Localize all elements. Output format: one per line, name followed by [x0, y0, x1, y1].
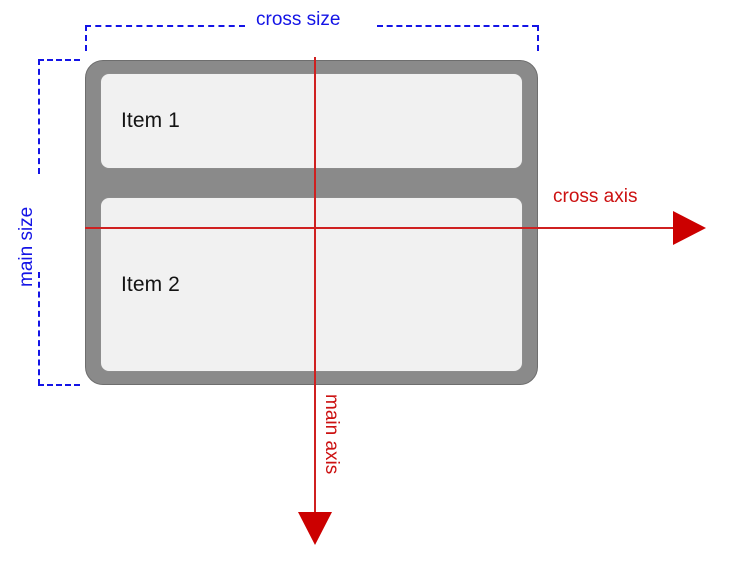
- main-size-bracket-bottom-tick: [38, 384, 80, 386]
- cross-axis-arrowhead-icon: [673, 211, 706, 245]
- main-size-bracket-upper-segment: [38, 59, 40, 174]
- cross-size-bracket-left-tick: [85, 25, 87, 51]
- flex-item-1-label: Item 1: [121, 109, 180, 132]
- cross-size-bracket-left-segment: [85, 25, 245, 27]
- flex-item-1: Item 1: [100, 73, 523, 169]
- cross-size-label: cross size: [256, 9, 341, 30]
- flex-item-2-label: Item 2: [121, 272, 180, 296]
- main-size-bracket-lower-segment: [38, 272, 40, 385]
- main-axis-line: [314, 57, 316, 517]
- main-axis-arrowhead-icon: [298, 512, 332, 545]
- cross-size-bracket-right-segment: [377, 25, 538, 27]
- cross-size-bracket-right-tick: [537, 25, 539, 51]
- cross-axis-line: [85, 227, 693, 229]
- main-axis-label: main axis: [321, 394, 342, 475]
- cross-axis-label: cross axis: [553, 186, 638, 207]
- flex-container: Item 1 Item 2: [85, 60, 538, 385]
- main-size-label: main size: [16, 206, 37, 287]
- main-size-bracket-top-tick: [38, 59, 80, 61]
- flex-item-2: Item 2: [100, 197, 523, 372]
